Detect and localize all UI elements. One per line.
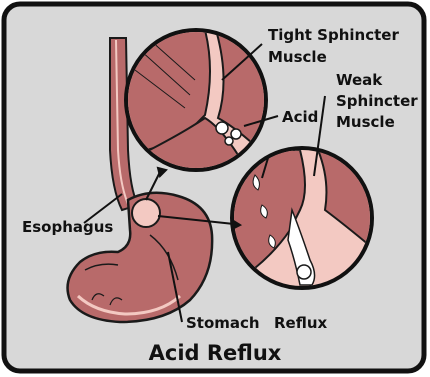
label-tight-sphincter-line1: Tight Sphincter	[268, 26, 399, 44]
weak-sphincter-detail	[232, 148, 375, 288]
label-esophagus: Esophagus	[22, 218, 113, 236]
label-reflux: Reflux	[274, 314, 328, 332]
diagram-title: Acid Reflux	[149, 341, 282, 365]
label-tight-sphincter-line2: Muscle	[268, 48, 327, 66]
label-weak-line3: Muscle	[336, 113, 395, 131]
label-acid: Acid	[282, 108, 318, 126]
label-weak-line1: Weak	[336, 71, 383, 89]
label-weak-line2: Sphincter	[336, 92, 418, 110]
label-stomach: Stomach	[186, 314, 260, 332]
